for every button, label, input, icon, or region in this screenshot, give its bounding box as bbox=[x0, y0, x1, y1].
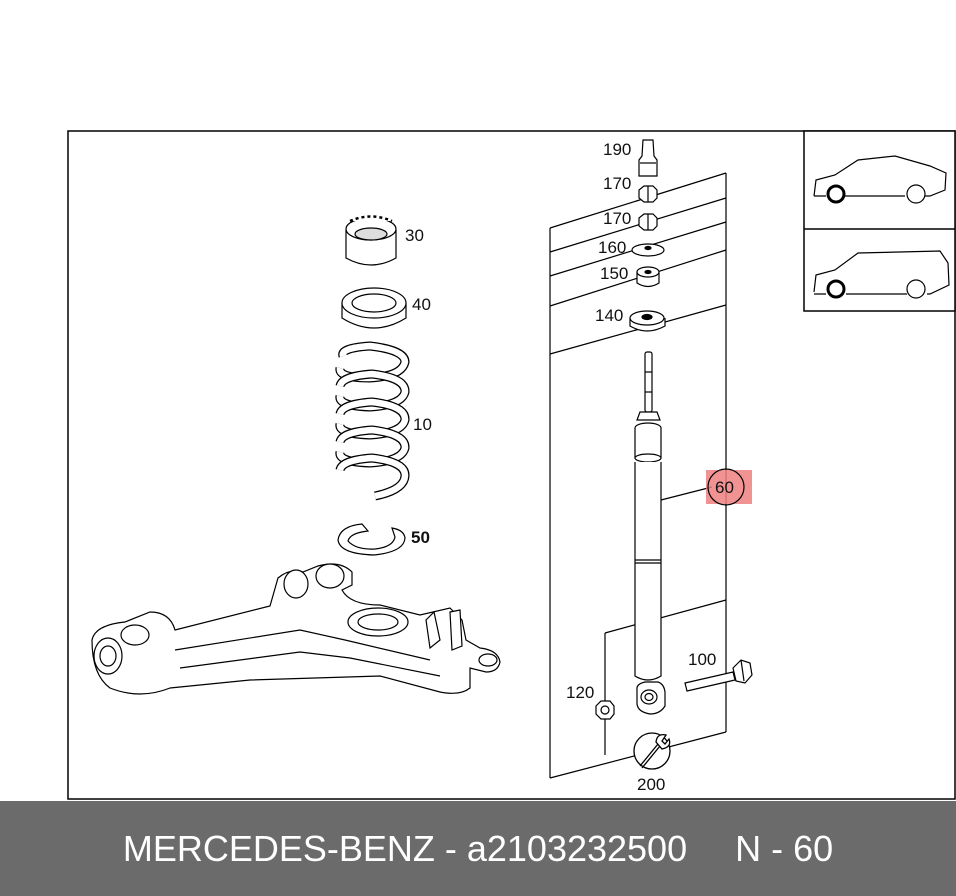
label-10[interactable]: 10 bbox=[413, 415, 432, 434]
callout-60-circle bbox=[707, 468, 745, 506]
footer-brand-part-number: MERCEDES-BENZ - a2103232500 bbox=[122, 827, 688, 869]
label-170-lower[interactable]: 170 bbox=[603, 209, 631, 228]
label-40[interactable]: 40 bbox=[412, 295, 431, 314]
wrench-icon bbox=[633, 732, 671, 770]
part-170-nut-upper[interactable] bbox=[638, 185, 658, 203]
label-170-upper[interactable]: 170 bbox=[603, 174, 631, 193]
label-140[interactable]: 140 bbox=[595, 306, 623, 325]
rear-control-arm[interactable] bbox=[91, 563, 501, 695]
label-50[interactable]: 50 bbox=[411, 528, 430, 547]
part-60-shock-absorber[interactable] bbox=[634, 351, 666, 715]
part-40-spring-pad[interactable] bbox=[341, 287, 407, 329]
diagram-frame bbox=[67, 130, 956, 800]
part-10-coil-spring[interactable] bbox=[335, 341, 410, 501]
part-170-nut-lower[interactable] bbox=[638, 213, 658, 231]
label-30[interactable]: 30 bbox=[405, 226, 424, 245]
estate-icon[interactable] bbox=[813, 250, 950, 299]
part-190-bump-stop[interactable] bbox=[638, 139, 658, 177]
label-150[interactable]: 150 bbox=[600, 264, 628, 283]
label-120[interactable]: 120 bbox=[566, 683, 594, 702]
part-30-spring-seat[interactable] bbox=[345, 215, 397, 266]
parts-diagram: 190 170 170 160 150 140 30 40 10 50 60 1… bbox=[67, 130, 956, 800]
label-60[interactable]: 60 bbox=[715, 478, 734, 497]
footer-position: N - 60 bbox=[735, 827, 834, 869]
part-120-nut[interactable] bbox=[595, 700, 615, 720]
label-190[interactable]: 190 bbox=[603, 140, 631, 159]
part-100-bolt[interactable] bbox=[684, 659, 753, 692]
label-100[interactable]: 100 bbox=[688, 650, 716, 669]
vehicle-thumbnail-frame bbox=[803, 130, 956, 312]
label-160[interactable]: 160 bbox=[598, 238, 626, 257]
footer-bar: MERCEDES-BENZ - a2103232500 N - 60 bbox=[0, 801, 956, 896]
label-200[interactable]: 200 bbox=[637, 775, 665, 794]
part-50-spring-pad-lower[interactable] bbox=[337, 523, 406, 556]
part-150-bushing[interactable] bbox=[636, 266, 660, 288]
part-160-washer[interactable] bbox=[631, 243, 665, 257]
sedan-icon[interactable] bbox=[813, 155, 947, 204]
part-140-upper-mount[interactable] bbox=[629, 310, 666, 332]
